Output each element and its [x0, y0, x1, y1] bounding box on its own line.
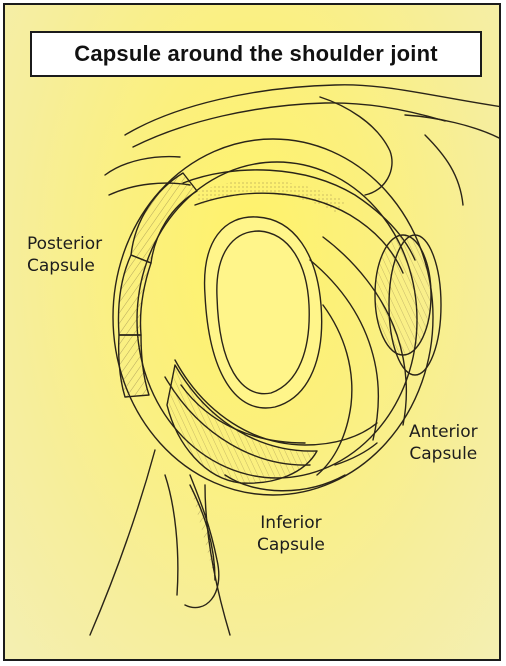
- coracoid-outline: [320, 97, 392, 195]
- tendon-band-3: [317, 305, 352, 475]
- anterior-capsule-oval: [375, 235, 431, 355]
- diagram-frame: Capsule around the shoulder joint Poster…: [3, 3, 501, 661]
- title-box: Capsule around the shoulder joint: [30, 31, 482, 77]
- humerus-shaft-left: [90, 450, 155, 635]
- label-anterior-capsule: Anterior Capsule: [409, 421, 478, 465]
- label-posterior-capsule: Posterior Capsule: [27, 233, 102, 277]
- label-inferior-capsule: Inferior Capsule: [257, 512, 325, 556]
- label-inferior-line1: Inferior: [257, 512, 325, 534]
- shoulder-joint-illustration: [5, 5, 501, 661]
- label-anterior-line2: Capsule: [409, 443, 478, 465]
- coracoid-detail: [405, 115, 501, 140]
- glenoid-fossa: [205, 217, 322, 408]
- label-inferior-line2: Capsule: [257, 534, 325, 556]
- label-posterior-line1: Posterior: [27, 233, 102, 255]
- label-posterior-line2: Capsule: [27, 255, 102, 277]
- diagram-title: Capsule around the shoulder joint: [74, 41, 438, 67]
- label-anterior-line1: Anterior: [409, 421, 478, 443]
